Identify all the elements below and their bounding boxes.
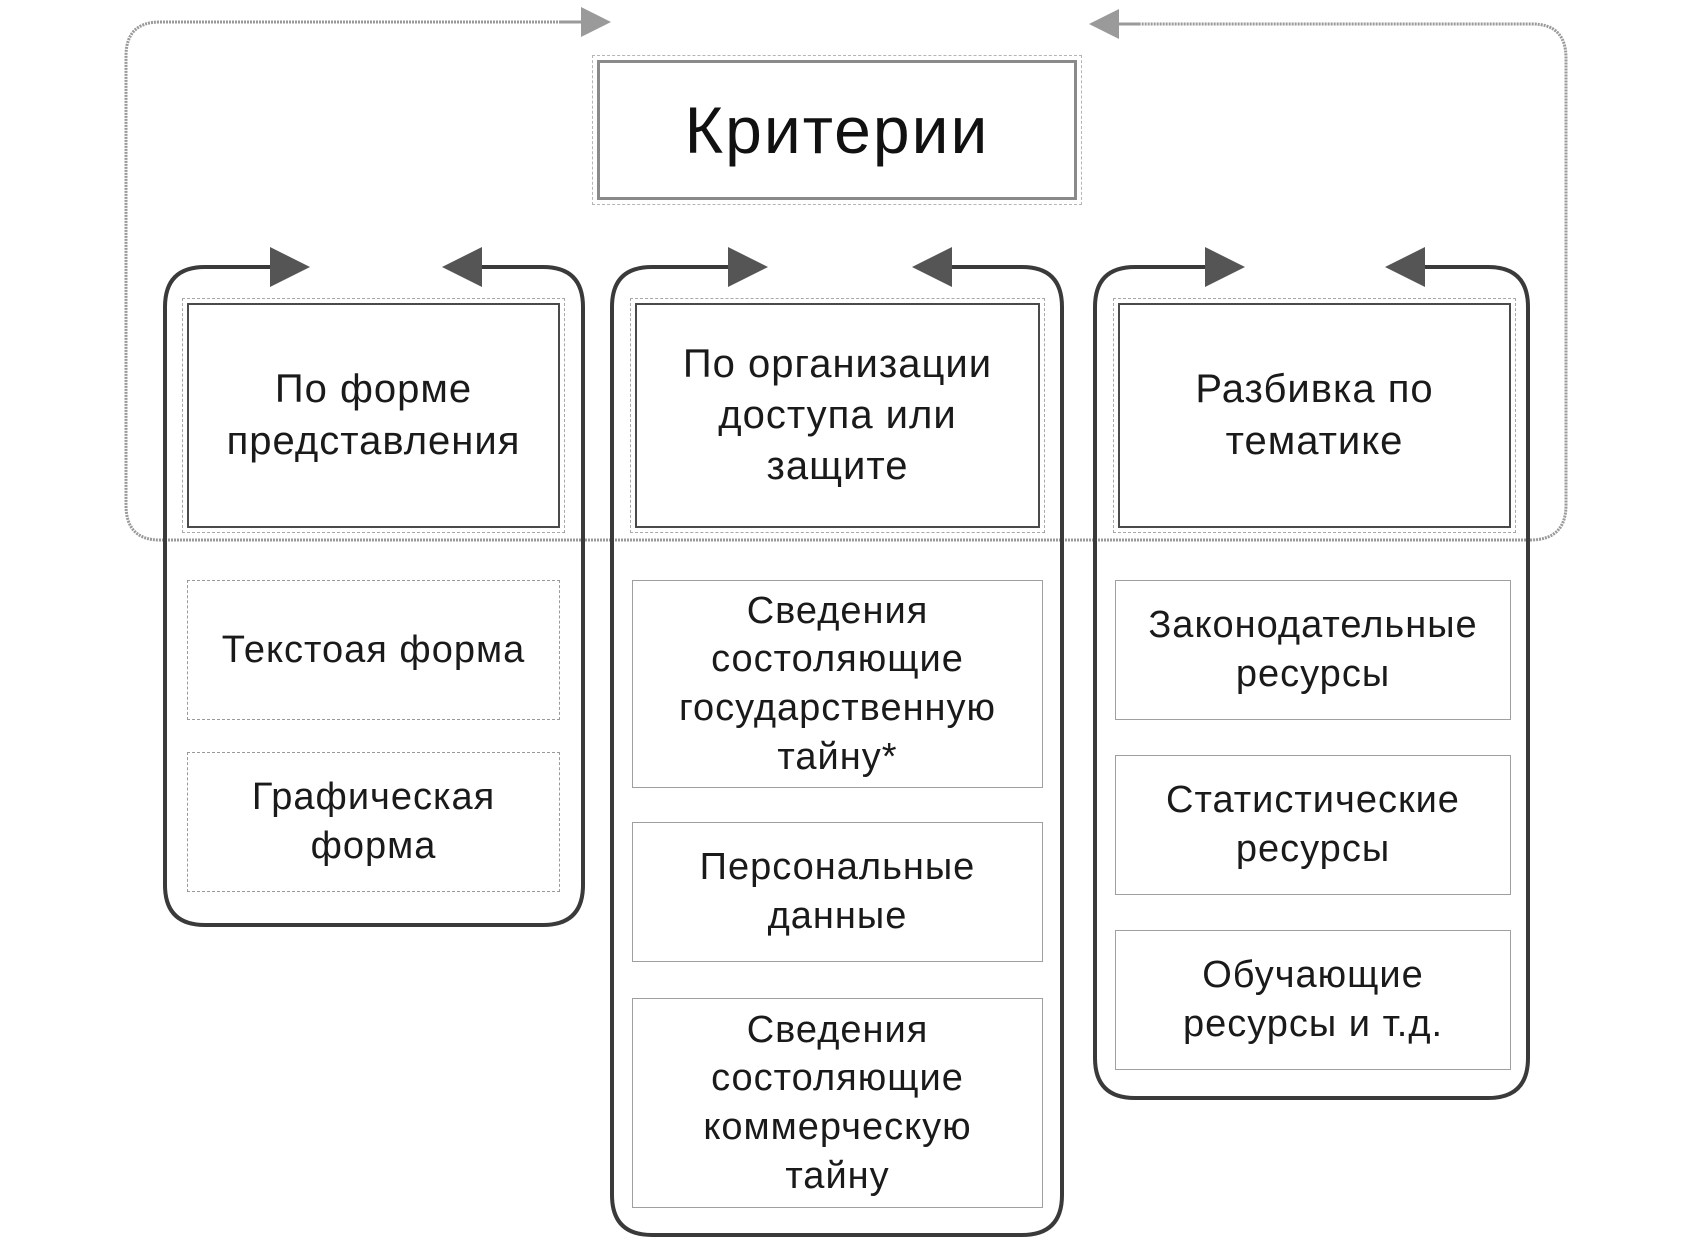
item-educational-resources: Обучающие ресурсы и т.д. bbox=[1115, 930, 1511, 1070]
item-legislative-resources: Законодательные ресурсы bbox=[1115, 580, 1511, 720]
criteria-title: Критерии bbox=[592, 55, 1082, 205]
frame-column-1 bbox=[163, 265, 585, 927]
item-text-form: Текстоая форма bbox=[187, 580, 560, 720]
item-statistical-resources: Статистические ресурсы bbox=[1115, 755, 1511, 895]
item-graphic-form: Графическая форма bbox=[187, 752, 560, 892]
frame-column-3 bbox=[1093, 265, 1530, 1100]
category-thematic-breakdown: Разбивка по тематике bbox=[1113, 298, 1516, 533]
item-state-secret: Сведения состоляющие государственную тай… bbox=[632, 580, 1043, 788]
item-personal-data: Персональные данные bbox=[632, 822, 1043, 962]
category-form-of-representation: По форме представления bbox=[182, 298, 565, 533]
item-commercial-secret: Сведения состоляющие коммерческую тайну bbox=[632, 998, 1043, 1208]
category-access-protection: По организации доступа или защите bbox=[630, 298, 1045, 533]
frame-column-2 bbox=[610, 265, 1064, 1237]
